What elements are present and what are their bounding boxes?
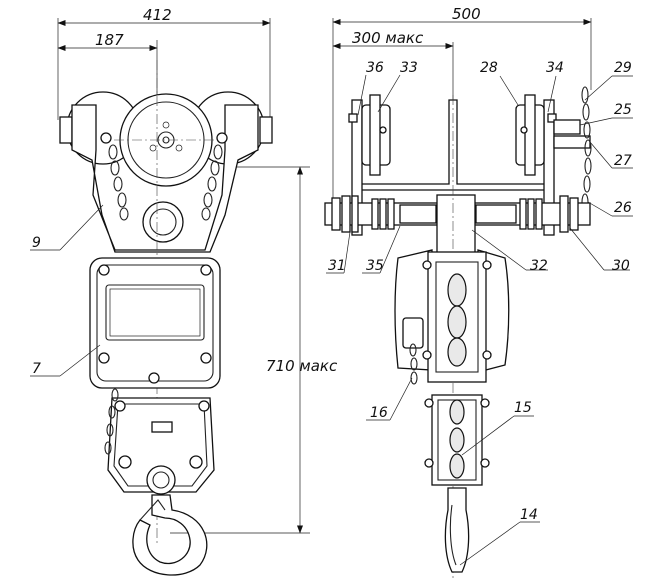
part-label-29: 29	[614, 60, 632, 76]
part-label-35: 35	[366, 258, 384, 274]
front-view	[59, 60, 273, 576]
leader-lines	[30, 74, 633, 566]
dim-710-max: 710 макс	[266, 357, 338, 375]
part-label-31: 31	[328, 258, 346, 274]
part-label-36: 36	[366, 60, 384, 76]
part-label-15: 15	[514, 400, 532, 416]
part-label-14: 14	[520, 507, 538, 523]
hook-side	[444, 487, 470, 573]
part-label-32: 32	[530, 258, 548, 274]
suspension-ring	[142, 201, 184, 243]
dim-300-max: 300 макс	[352, 29, 424, 47]
part-label-30: 30	[612, 258, 630, 274]
hoist-housing	[89, 257, 221, 389]
nameplate	[105, 284, 205, 341]
part-label-33: 33	[400, 60, 418, 76]
part-label-34: 34	[546, 60, 564, 76]
part-label-16: 16	[370, 405, 388, 421]
dim-500: 500	[452, 5, 481, 23]
part-label-7: 7	[32, 361, 41, 377]
dim-187: 187	[95, 31, 124, 49]
part-label-9: 9	[32, 235, 41, 251]
load-hook	[132, 494, 208, 576]
bottom-block	[107, 397, 215, 493]
side-view	[324, 86, 592, 580]
part-label-28: 28	[480, 60, 498, 76]
hanger-plate	[436, 194, 476, 256]
part-label-25: 25	[614, 102, 632, 118]
part-label-27: 27	[614, 153, 632, 169]
part-label-26: 26	[614, 200, 632, 216]
dim-412: 412	[143, 6, 172, 24]
trolley-side-plate	[71, 104, 259, 253]
